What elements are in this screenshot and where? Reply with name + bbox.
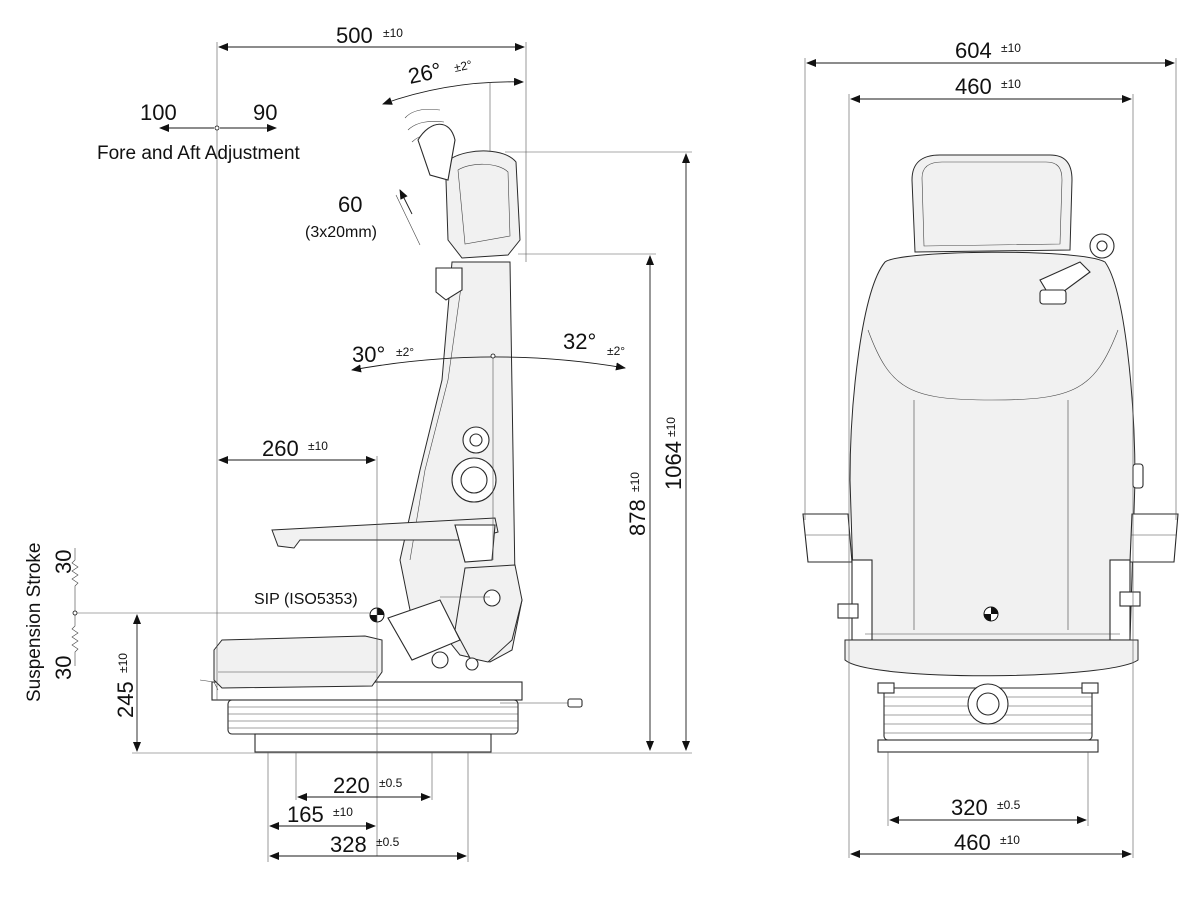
height-878-value: 878 [625,499,650,536]
side-view-labels: 500 ±10 26° ±2° 100 90 Fore and Aft Adju… [24,23,686,857]
front-headrest [911,154,1073,253]
sip-height-tol: ±10 [116,653,130,673]
side-view-seat [199,108,583,753]
backrest-fwd-value: 32° [563,329,596,354]
base-220-tol: ±0.5 [379,776,403,790]
base-165-value: 165 [287,802,324,827]
base-328-value: 328 [330,832,367,857]
fore-aft-label: Fore and Aft Adjustment [97,143,301,164]
backrest-fwd-tol: ±2° [607,344,625,358]
cushion-depth-tol: ±10 [308,439,328,453]
base-220-value: 220 [333,773,370,798]
headrest-tilt-tol: ±2° [453,57,474,74]
suspension-base [211,681,583,753]
height-1064-value: 1064 [661,441,686,490]
front-view-dimensions [804,58,1177,858]
backrest-back-tol: ±2° [396,345,414,359]
width-460-value: 460 [955,74,992,99]
front-backrest [849,251,1136,641]
width-604-value: 604 [955,38,992,63]
front-view-labels: 604 ±10 460 ±10 320 ±0.5 460 ±10 [951,38,1021,855]
depth-500-value: 500 [336,23,373,48]
front-view-seat [802,154,1179,753]
width-604-tol: ±10 [1001,41,1021,55]
base-328-tol: ±0.5 [376,835,400,849]
suspension-up-value: 30 [51,550,76,574]
base-460-tol: ±10 [1000,833,1020,847]
headrest-tilt-value: 26° [406,58,444,89]
headrest [445,150,521,259]
headrest-height-detail: (3x20mm) [305,224,377,241]
suspension-stroke-label: Suspension Stroke [24,543,45,703]
side-view-dimensions [71,42,692,862]
base-320-value: 320 [951,795,988,820]
depth-500-tol: ±10 [383,26,403,40]
fore-aft-back: 90 [253,100,277,125]
width-460-tol: ±10 [1001,77,1021,91]
base-165-tol: ±10 [333,805,353,819]
base-460-value: 460 [954,830,991,855]
front-sip-marker [983,606,999,622]
backrest-back-value: 30° [352,342,385,367]
sip-height-value: 245 [113,681,138,718]
suspension-down-value: 30 [51,656,76,680]
height-878-tol: ±10 [628,472,642,492]
seat-cushion [213,635,383,689]
armrest [271,517,499,549]
base-320-tol: ±0.5 [997,798,1021,812]
sip-label: SIP (ISO5353) [254,591,358,608]
cushion-depth-value: 260 [262,436,299,461]
fore-aft-forward: 100 [140,100,177,125]
front-cushion [844,639,1139,677]
height-1064-tol: ±10 [664,417,678,437]
headrest-height-value: 60 [338,192,362,217]
